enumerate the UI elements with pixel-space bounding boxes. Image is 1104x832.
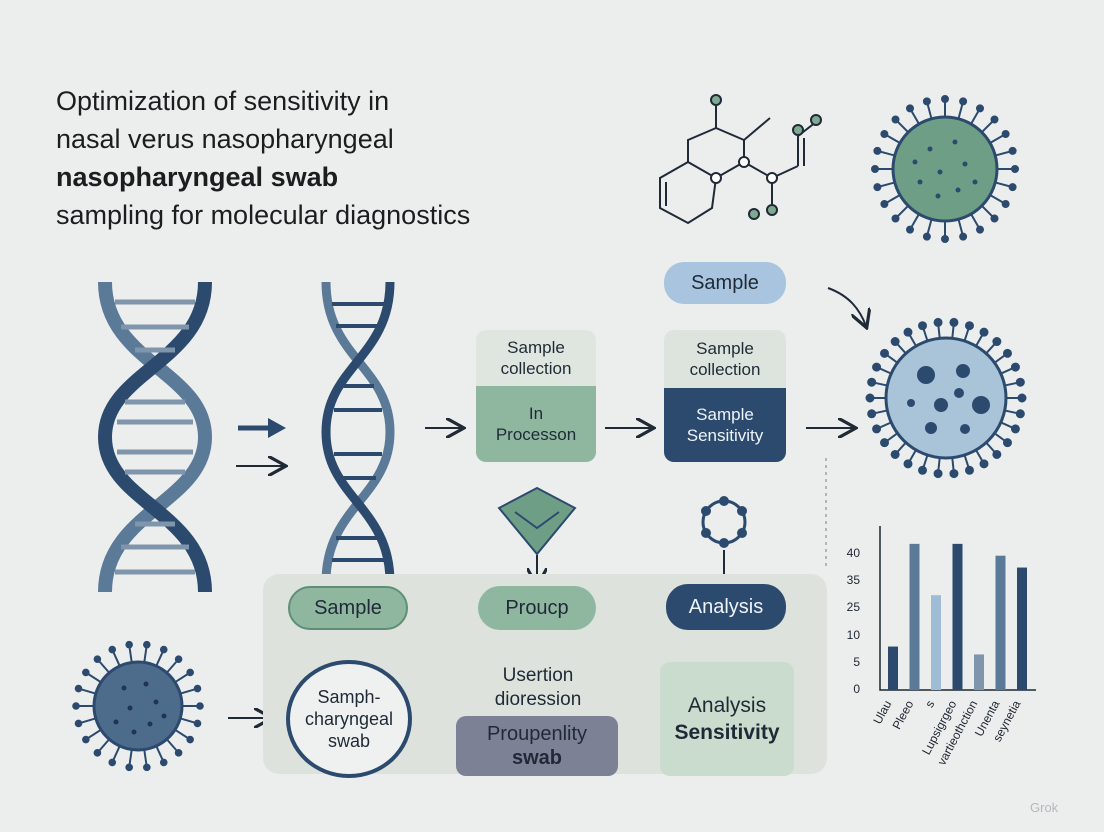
title-line-1: Optimization of sensitivity in: [56, 86, 390, 116]
card1-bottom: In Processon: [476, 386, 596, 462]
chart-bar: [1017, 567, 1027, 690]
title-line-2: nasal verus nasopharyngeal: [56, 124, 394, 154]
swab-circle: Samph-charyngeal swab: [286, 660, 412, 778]
page-title: Optimization of sensitivity in nasal ver…: [56, 82, 576, 234]
proupenlity-box: Proupenlity swab: [456, 716, 618, 776]
panel-proucp-pill: Proucp: [478, 586, 596, 630]
usertion-text: Usertion dioression: [476, 660, 600, 716]
dna-helix-large-icon: [97, 281, 213, 593]
chart-bar: [974, 654, 984, 690]
chart-bar: [995, 555, 1006, 690]
title-line-3: nasopharyngeal swab: [56, 162, 339, 192]
bar-chart-svg: [879, 526, 1036, 691]
swab-circle-text: Samph-charyngeal swab: [304, 687, 394, 751]
analysis-line2: Sensitivity: [674, 721, 780, 744]
proupenlity-line2: swab: [511, 747, 563, 769]
analysis-sensitivity-box: Analysis Sensitivity: [660, 662, 794, 776]
analysis-line1: Analysis: [687, 694, 767, 717]
card2-top: Sample collection: [664, 330, 786, 388]
chart-bar: [909, 543, 920, 690]
y-tick-label: 40: [846, 546, 860, 560]
virus-green-icon: [871, 95, 1019, 243]
panel-sample-pill: Sample: [288, 586, 408, 630]
y-tick-label: 35: [846, 573, 860, 588]
chart-bar: [952, 543, 963, 690]
molecule-structure-icon: [659, 94, 822, 225]
y-tick-label: 25: [846, 600, 860, 615]
sample-collection-card: Sample collection In Processon: [476, 330, 596, 462]
sample-pill-top: Sample: [664, 262, 786, 304]
x-tick-label: s: [922, 698, 938, 710]
virus-small-icon: [72, 640, 204, 772]
sample-sensitivity-card: Sample collection Sample Sensitivity: [664, 330, 786, 462]
watermark: Grok: [1030, 800, 1058, 815]
diamond-icon: [497, 486, 577, 556]
y-tick-label: 0: [853, 682, 860, 696]
chart-bar: [931, 595, 941, 690]
y-tick-label: 5: [853, 654, 860, 669]
y-tick-label: 10: [846, 627, 860, 642]
panel-analysis-pill: Analysis: [666, 584, 786, 630]
watermark-text: Grok: [1030, 800, 1059, 815]
ring-molecule-icon: [701, 496, 747, 548]
card1-top: Sample collection: [476, 330, 596, 386]
usertion-label: Usertion dioression: [494, 665, 582, 710]
proupenlity-line1: Proupenlity: [486, 723, 588, 745]
chart-bar: [888, 646, 898, 690]
title-line-4: sampling for molecular diagnostics: [56, 200, 471, 230]
virus-blue-icon: [865, 317, 1027, 479]
card2-bottom: Sample Sensitivity: [664, 388, 786, 462]
dna-helix-small-icon: [321, 281, 395, 583]
